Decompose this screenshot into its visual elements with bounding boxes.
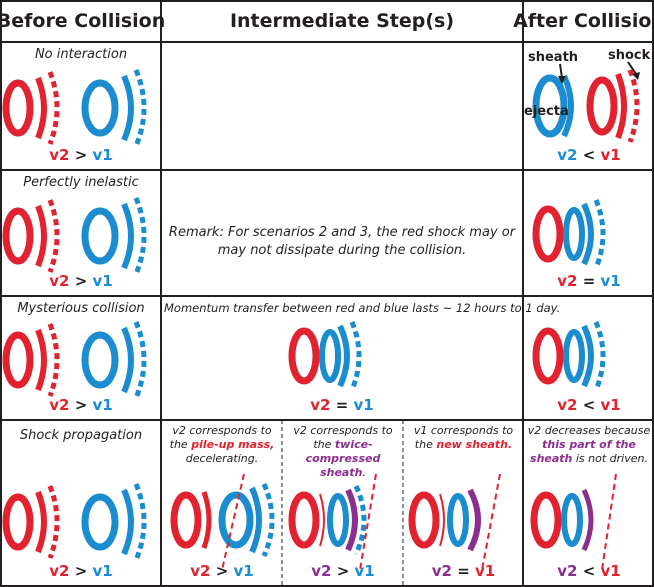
step2-caption: v2 corresponds to the twice-compressed s… bbox=[293, 424, 393, 479]
row-label-2: Perfectly inelastic bbox=[23, 175, 139, 190]
header-before: Before Collision bbox=[0, 10, 166, 32]
tag-shock: shock bbox=[608, 48, 651, 63]
before-red-ejecta-2 bbox=[2, 199, 60, 273]
before-blue-ejecta-3 bbox=[81, 321, 147, 399]
step1-caption: v2 corresponds to the pile-up mass, dece… bbox=[169, 424, 275, 465]
step2-ineq: v2 > v1 bbox=[311, 562, 375, 580]
before-red-ejecta-1 bbox=[2, 71, 60, 145]
after-merged-2 bbox=[532, 199, 606, 269]
before-ineq-1: v2 > v1 bbox=[49, 146, 113, 164]
step3-drawing bbox=[408, 473, 501, 571]
step1-drawing bbox=[170, 473, 275, 571]
row-label-3: Mysterious collision bbox=[17, 301, 145, 316]
before-red-ejecta-3 bbox=[2, 323, 60, 397]
after-ineq-2: v2 = v1 bbox=[557, 272, 621, 290]
step1-ineq: v2 > v1 bbox=[190, 562, 254, 580]
after-ineq-3: v2 < v1 bbox=[557, 396, 621, 414]
after-drawing-4 bbox=[530, 473, 617, 571]
after-blue-ejecta-1 bbox=[532, 74, 574, 138]
step2-drawing bbox=[288, 473, 377, 571]
remark-row-3: Momentum transfer between red and blue l… bbox=[164, 301, 561, 315]
shock-arrow bbox=[627, 61, 637, 75]
tag-sheath: sheath bbox=[528, 50, 579, 65]
before-ineq-3: v2 > v1 bbox=[49, 396, 113, 414]
after-merged-3 bbox=[532, 321, 606, 391]
before-blue-ejecta-1 bbox=[81, 69, 147, 147]
row-label-4: Shock propagation bbox=[19, 428, 143, 443]
header-after: After Collision bbox=[513, 10, 654, 32]
before-ineq-2: v2 > v1 bbox=[49, 272, 113, 290]
before-ineq-4: v2 > v1 bbox=[49, 562, 113, 580]
after-ineq-1: v2 < v1 bbox=[557, 146, 621, 164]
middle-ineq-3: v2 = v1 bbox=[310, 396, 374, 414]
step3-caption: v1 corresponds to the new sheath. bbox=[413, 424, 514, 451]
step3-ineq: v2 = v1 bbox=[431, 562, 496, 580]
header-intermediate: Intermediate Step(s) bbox=[229, 10, 455, 32]
tag-ejecta: ejecta bbox=[524, 104, 569, 119]
after-red-ejecta-1 bbox=[586, 69, 640, 143]
remark-row-2: Remark: For scenarios 2 and 3, the red s… bbox=[168, 225, 516, 258]
after-ineq-4: v2 < v1 bbox=[557, 562, 621, 580]
before-blue-ejecta-2 bbox=[81, 197, 147, 275]
before-blue-ejecta-4 bbox=[81, 483, 147, 561]
row-label-1: No interaction bbox=[34, 47, 128, 62]
sheath-arrow bbox=[559, 63, 563, 79]
middle-merged-3 bbox=[288, 321, 362, 391]
after-caption-4: v2 decreases because this part of the sh… bbox=[527, 424, 651, 465]
before-red-ejecta-4 bbox=[2, 485, 60, 559]
